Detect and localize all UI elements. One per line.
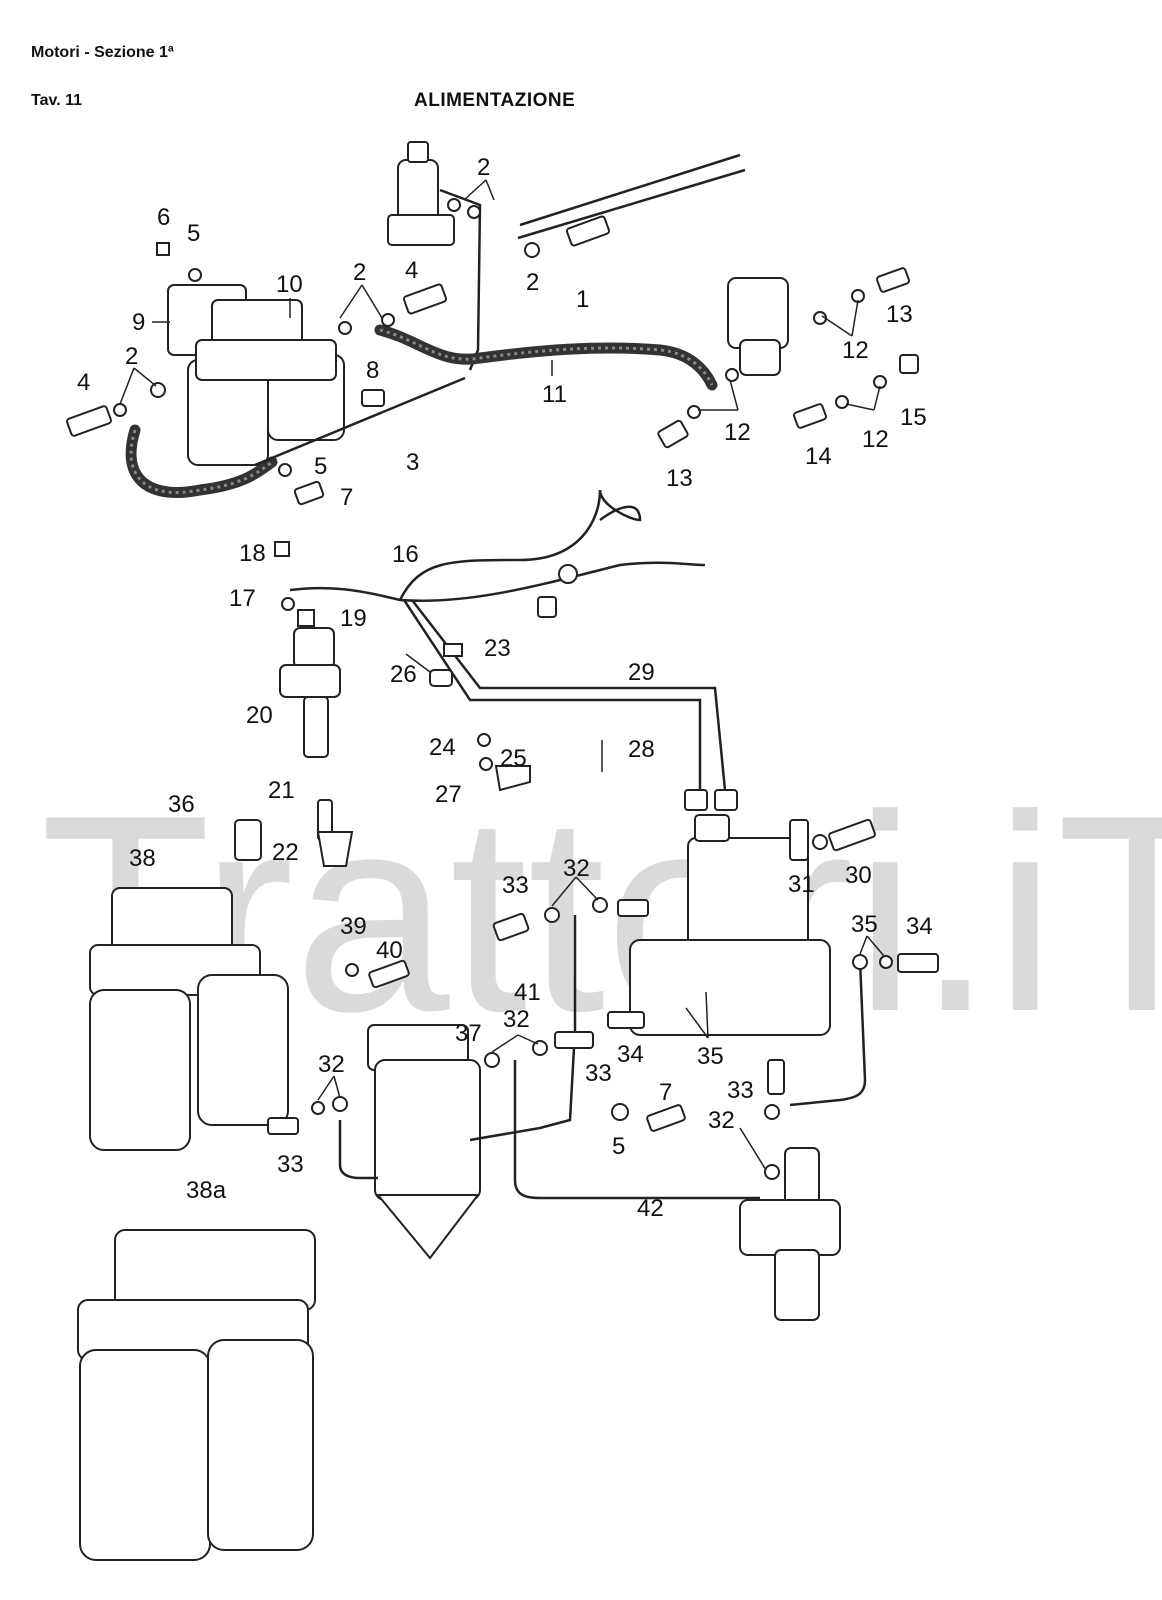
callout-34a: 34: [617, 1041, 644, 1068]
callout-15: 15: [900, 404, 927, 431]
callout-2b: 2: [526, 269, 539, 296]
callout-37: 37: [455, 1020, 482, 1047]
injection-pump-top-drawing: [387, 141, 455, 246]
callout-3: 3: [406, 449, 419, 476]
callout-32c: 32: [318, 1051, 345, 1078]
callout-5a: 5: [187, 220, 200, 247]
callout-35b: 35: [697, 1043, 724, 1070]
callout-36: 36: [168, 791, 195, 818]
fittings-lower: [267, 834, 939, 1135]
callout-29: 29: [628, 659, 655, 686]
callout-33a: 33: [502, 872, 529, 899]
callout-25: 25: [500, 745, 527, 772]
section-heading: Motori - Sezione 1ª: [31, 44, 174, 61]
callout-4a: 4: [405, 257, 418, 284]
callout-20: 20: [246, 702, 273, 729]
feed-pump-lower-drawing: [739, 1059, 841, 1321]
page-title: ALIMENTAZIONE: [414, 90, 576, 111]
leak-off-pipe: [289, 561, 706, 603]
callout-8: 8: [366, 357, 379, 384]
callout-33d: 33: [727, 1077, 754, 1104]
callout-6: 6: [157, 204, 170, 231]
callout-12c: 12: [862, 426, 889, 453]
injector-pipe-28: [402, 599, 702, 790]
callout-28: 28: [628, 736, 655, 763]
callout-2d: 2: [125, 343, 138, 370]
callout-31: 31: [788, 871, 815, 898]
callout-7a: 7: [340, 484, 353, 511]
callout-41: 41: [514, 979, 541, 1006]
fuel-hose-main: [374, 324, 718, 391]
fuel-filter-38a-drawing: [77, 1229, 316, 1561]
callout-26: 26: [390, 661, 417, 688]
callout-7b: 7: [659, 1079, 672, 1106]
fuel-filter-38-drawing: [89, 819, 289, 1151]
callout-27: 27: [435, 781, 462, 808]
callout-19: 19: [340, 605, 367, 632]
callout-5c: 5: [612, 1133, 625, 1160]
callout-40: 40: [376, 937, 403, 964]
fuel-filter-37-drawing: [367, 1024, 481, 1260]
callout-24: 24: [429, 734, 456, 761]
callout-2a: 2: [477, 154, 490, 181]
callout-38: 38: [129, 845, 156, 872]
callout-33b: 33: [585, 1060, 612, 1087]
injector-drawing: [274, 541, 578, 867]
callout-32a: 32: [563, 855, 590, 882]
callout-11: 11: [542, 381, 567, 408]
leader-lines: [119, 179, 885, 1171]
return-pipe-3: [254, 376, 466, 467]
callout-30: 30: [845, 862, 872, 889]
callout-5b: 5: [314, 453, 327, 480]
callout-12a: 12: [842, 337, 869, 364]
callout-34b: 34: [906, 913, 933, 940]
callout-12b: 12: [724, 419, 751, 446]
callout-10: 10: [276, 271, 303, 298]
callout-2c: 2: [353, 259, 366, 286]
callout-21: 21: [268, 777, 295, 804]
fuel-pipe-42: [513, 1060, 760, 1200]
callout-38a: 38a: [186, 1177, 227, 1204]
callout-39: 39: [340, 913, 367, 940]
callout-9: 9: [132, 309, 145, 336]
table-number: Tav. 11: [31, 92, 82, 109]
callout-22: 22: [272, 839, 299, 866]
callout-1: 1: [576, 286, 589, 313]
callout-4b: 4: [77, 369, 90, 396]
callout-23: 23: [484, 635, 511, 662]
callout-35a: 35: [851, 911, 878, 938]
callout-33c: 33: [277, 1151, 304, 1178]
callout-14: 14: [805, 443, 832, 470]
callout-32d: 32: [708, 1107, 735, 1134]
callout-32b: 32: [503, 1006, 530, 1033]
fuel-pipe-top: [519, 153, 741, 227]
fuel-hose-left: [125, 424, 278, 498]
callout-labels: 1 2 2 2 2 3 4 4 5 5 6 7 8 9 10 11 12 12 …: [77, 154, 933, 1222]
callout-42: 42: [637, 1195, 664, 1222]
pump-body-lower-drawing: [629, 789, 876, 1036]
fuel-filter-top-drawing: [167, 284, 345, 466]
callout-17: 17: [229, 585, 256, 612]
callout-13a: 13: [886, 301, 913, 328]
callout-13b: 13: [666, 465, 693, 492]
feed-pump-top-drawing: [727, 277, 789, 376]
fittings-top: [66, 198, 919, 506]
fuel-pipe-41: [469, 915, 577, 1142]
callout-18: 18: [239, 540, 266, 567]
callout-16: 16: [392, 541, 419, 568]
